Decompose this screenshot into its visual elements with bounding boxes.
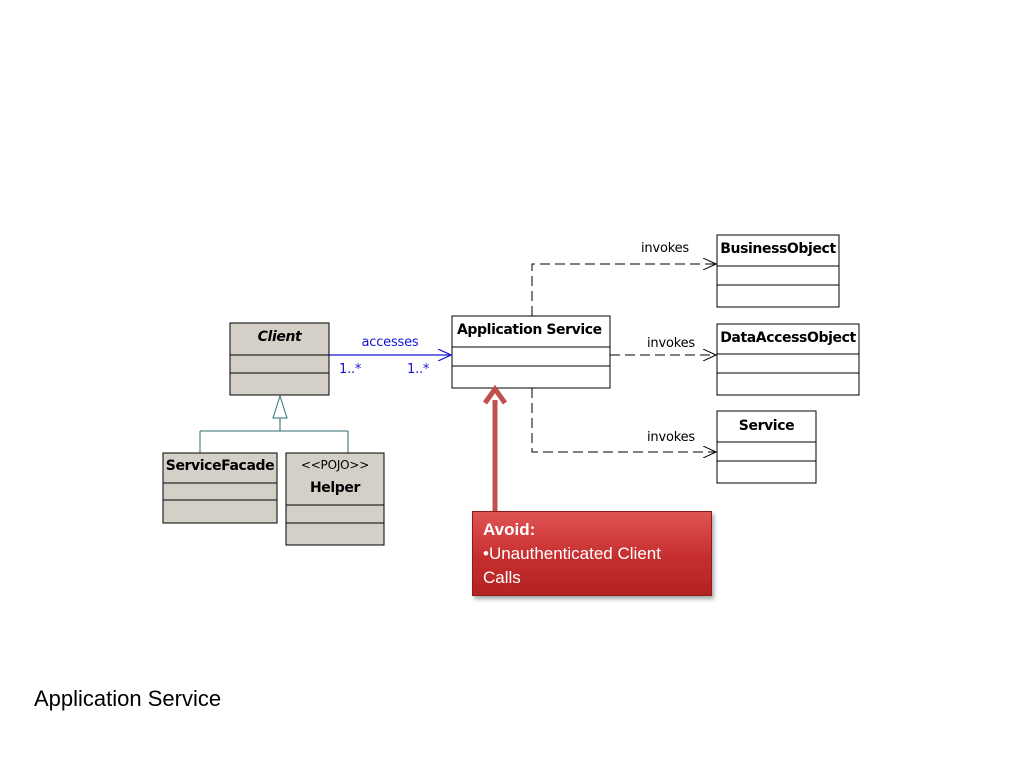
association-accesses-target-multiplicity: 1..* — [407, 362, 430, 377]
class-data-access-object: DataAccessObject — [716, 323, 860, 396]
class-data-access-object-name: DataAccessObject — [720, 330, 856, 346]
dependency-invokes-service: invokes — [531, 388, 716, 452]
callout-title: Avoid: — [483, 520, 536, 539]
class-client: Client — [229, 322, 330, 396]
class-service-facade-name: ServiceFacade — [166, 458, 274, 474]
class-service-facade: ServiceFacade — [162, 452, 278, 524]
class-helper: <<POJO>> Helper — [285, 452, 385, 546]
callout-item: •Unauthenticated Client Calls — [483, 544, 661, 587]
dependency-invokes-business-object: invokes — [531, 241, 716, 316]
class-client-name: Client — [258, 329, 303, 345]
class-helper-stereotype: <<POJO>> — [301, 458, 369, 472]
dependency-invokes-service-label: invokes — [647, 430, 695, 445]
class-business-object-name: BusinessObject — [720, 241, 836, 257]
class-helper-name: Helper — [310, 480, 361, 496]
slide-title: Application Service — [34, 686, 222, 711]
class-application-service-name: Application Service — [457, 322, 602, 338]
association-accesses-label: accesses — [362, 335, 419, 350]
class-application-service: Application Service — [451, 315, 611, 389]
generalization-lines — [199, 394, 349, 453]
callout-arrow — [482, 384, 508, 511]
dependency-invokes-business-object-label: invokes — [641, 241, 689, 256]
class-service-name: Service — [739, 418, 794, 434]
class-business-object: BusinessObject — [716, 234, 840, 308]
dependency-invokes-data-access-object: invokes — [610, 336, 716, 355]
dependency-invokes-data-access-object-label: invokes — [647, 336, 695, 351]
association-accesses-source-multiplicity: 1..* — [339, 362, 362, 377]
avoid-callout: Avoid: •Unauthenticated Client Calls — [472, 511, 712, 596]
class-service: Service — [716, 410, 817, 484]
generalization-arrowhead — [272, 394, 288, 419]
association-accesses: accesses 1..* 1..* — [329, 335, 451, 377]
